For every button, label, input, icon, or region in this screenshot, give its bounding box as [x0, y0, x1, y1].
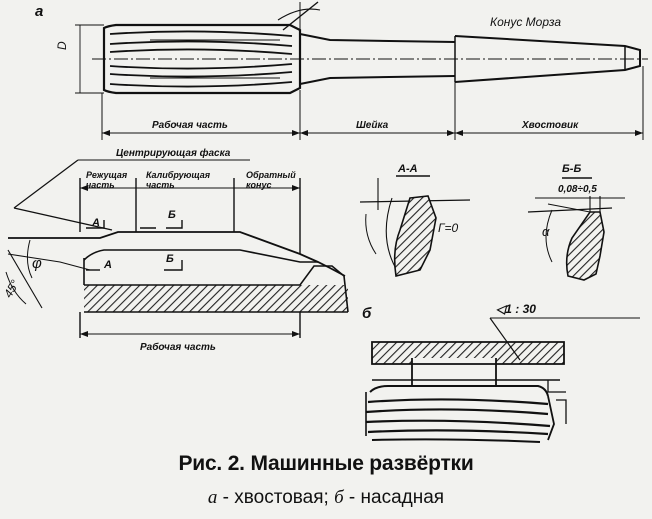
reamer-profile-detail — [5, 159, 349, 338]
taper-reamer-side-view — [75, 1, 648, 140]
label-cutting-part-2: часть — [86, 180, 115, 190]
label-shank: Хвостовик — [521, 120, 579, 131]
label-land-width: 0,08÷0,5 — [558, 184, 597, 195]
label-calibrating-part-2: часть — [146, 180, 175, 190]
label-working-part: Рабочая часть — [152, 119, 228, 131]
marker-a-2: А — [103, 259, 112, 271]
caption-text-b: - насадная — [343, 487, 445, 508]
marker-b-2: Б — [166, 253, 174, 265]
shell-reamer — [365, 317, 640, 443]
marker-a-1: А — [91, 217, 100, 229]
label-sub-a: а — [35, 3, 43, 20]
caption-letter-b: б — [334, 487, 344, 508]
figure-caption-title: Рис. 2. Машинные развёртки — [178, 452, 474, 475]
section-bb — [527, 177, 625, 281]
label-cutting-part-1: Режущая — [86, 170, 128, 180]
label-alpha: α — [542, 224, 550, 239]
section-aa — [359, 175, 471, 277]
figure-caption-subtitle: а - хвостовая; б - насадная — [0, 487, 652, 509]
label-centering-chamfer: Центрирующая фаска — [116, 147, 231, 159]
label-morse-taper: Конус Морза — [490, 15, 561, 29]
reamer-drawing: а D Конус Морз — [1, 1, 648, 443]
label-dim-d: D — [55, 41, 69, 50]
marker-b-1: Б — [168, 209, 176, 221]
caption-text-a: - хвостовая; — [217, 487, 335, 508]
label-calibrating-part-1: Калибрующая — [146, 170, 211, 180]
label-reverse-taper-2: конус — [246, 180, 272, 190]
label-gamma-zero: Г=0 — [438, 221, 459, 235]
label-section-bb: Б-Б — [562, 163, 581, 175]
label-section-aa: А-А — [397, 163, 418, 175]
caption-letter-a: а — [207, 487, 218, 508]
label-sub-b: б — [362, 305, 372, 322]
label-working-part-bottom: Рабочая часть — [140, 341, 216, 353]
label-neck: Шейка — [356, 120, 389, 131]
label-taper-ratio: ◁1 : 30 — [496, 302, 536, 316]
label-reverse-taper-1: Обратный — [246, 170, 296, 180]
label-phi: φ — [32, 255, 42, 272]
